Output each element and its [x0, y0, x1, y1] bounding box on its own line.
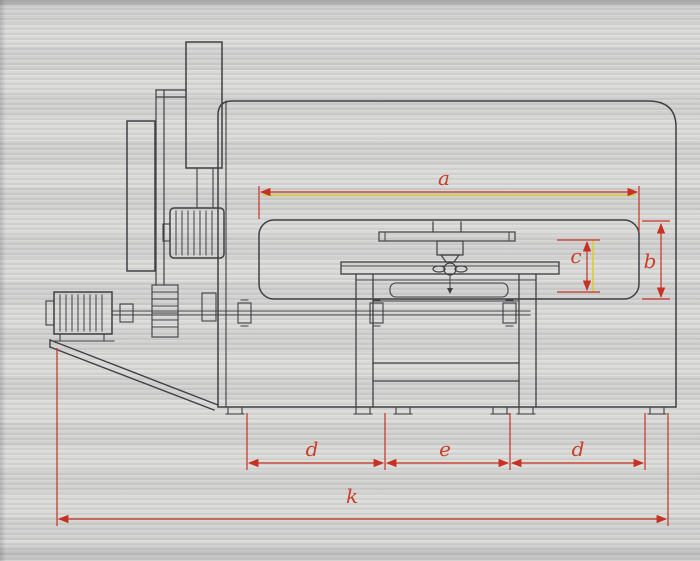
dim-label-k: k	[346, 484, 358, 508]
dim-label-c: c	[570, 244, 581, 268]
scan-edge-top	[0, 0, 700, 7]
side-motor	[45, 291, 115, 342]
dimension-d-left	[246, 413, 386, 470]
machine-frame	[217, 100, 677, 408]
dim-label-a: a	[438, 166, 450, 190]
work-table	[340, 261, 560, 275]
dimension-annotations: a b c d e d k	[56, 166, 670, 526]
dimension-c	[557, 239, 600, 293]
upper-housing	[185, 41, 223, 209]
dimension-d-right	[510, 413, 646, 470]
dim-label-e: e	[439, 437, 451, 461]
dimension-labels: a b c d e d k	[306, 166, 657, 508]
ram-assembly	[378, 221, 516, 294]
scan-edge-bottom	[0, 543, 700, 561]
dimension-k	[56, 348, 669, 526]
belt-guard	[126, 120, 156, 272]
table-stand	[355, 273, 537, 408]
dim-label-d-right: d	[572, 437, 585, 461]
dim-label-b: b	[644, 249, 657, 273]
drive-shaft	[111, 299, 531, 327]
top-motor	[162, 207, 225, 259]
dimension-a	[258, 186, 640, 232]
dim-label-d-left: d	[306, 437, 319, 461]
dimension-b	[642, 220, 670, 300]
support-strut	[49, 339, 219, 411]
work-opening	[258, 219, 640, 300]
machine-feet	[225, 406, 667, 415]
dimension-e	[385, 413, 511, 470]
scan-edge-left	[0, 0, 6, 561]
machine-drawing	[45, 41, 677, 415]
drive-belt	[155, 89, 187, 286]
